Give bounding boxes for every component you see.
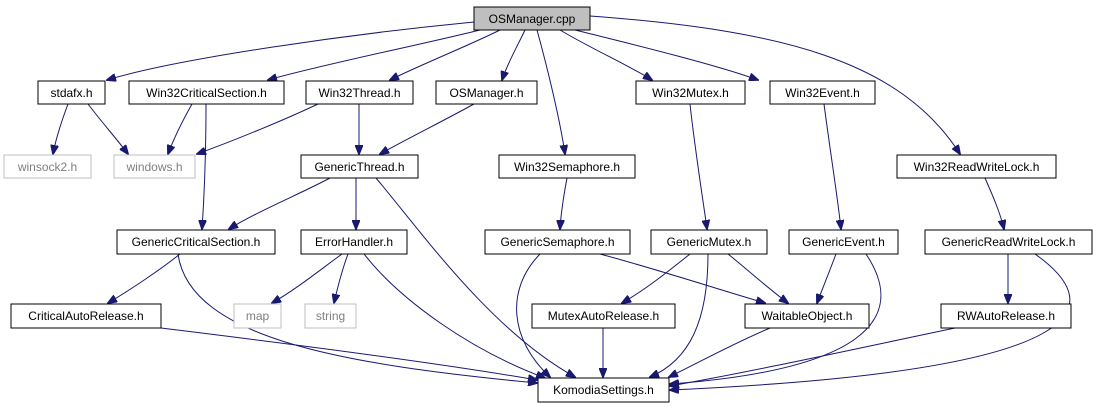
edge-genericcriticalsection-h-to-criticalautorelease-h bbox=[108, 253, 181, 303]
edge-errorhandler-h-to-komodiasettings-h bbox=[363, 253, 545, 378]
edge-win32semaphore-h-to-genericsemaphore-h bbox=[560, 177, 568, 229]
node-label-genericevent-h: GenericEvent.h bbox=[802, 235, 885, 249]
node-genericsemaphore-h[interactable]: GenericSemaphore.h bbox=[484, 229, 631, 255]
node-label-osmanager-cpp: OSManager.cpp bbox=[489, 12, 576, 26]
edge-osmanager-cpp-to-win32event-h bbox=[574, 29, 758, 80]
node-label-rwautorelease-h: RWAutoRelease.h bbox=[957, 309, 1055, 323]
edge-errorhandler-h-to-string bbox=[334, 253, 349, 303]
node-win32event-h[interactable]: Win32Event.h bbox=[769, 80, 876, 105]
edge-genericevent-h-to-komodiasettings-h bbox=[670, 253, 882, 384]
node-label-genericmutex-h: GenericMutex.h bbox=[667, 235, 752, 249]
edges-layer bbox=[53, 15, 1071, 390]
edge-stdafx-h-to-winsock2-h bbox=[53, 103, 69, 154]
edge-osmanager-cpp-to-osmanager-h bbox=[502, 29, 526, 80]
edge-genericcriticalsection-h-to-komodiasettings-h bbox=[177, 253, 537, 383]
edge-osmanager-cpp-to-win32criticalsection-h bbox=[268, 29, 481, 80]
node-label-winsock2-h: winsock2.h bbox=[17, 160, 77, 174]
edge-genericreadwritelock-h-to-komodiasettings-h bbox=[670, 253, 1071, 390]
node-label-win32semaphore-h: Win32Semaphore.h bbox=[514, 160, 620, 174]
edge-osmanager-cpp-to-win32readwritelock-h bbox=[589, 15, 960, 154]
node-string[interactable]: string bbox=[304, 303, 357, 329]
node-errorhandler-h[interactable]: ErrorHandler.h bbox=[300, 229, 408, 255]
edge-errorhandler-h-to-map bbox=[272, 253, 343, 303]
edge-osmanager-cpp-to-win32thread-h bbox=[390, 29, 501, 80]
node-win32mutex-h[interactable]: Win32Mutex.h bbox=[635, 80, 746, 105]
node-label-errorhandler-h: ErrorHandler.h bbox=[315, 235, 393, 249]
edge-genericthread-h-to-komodiasettings-h bbox=[375, 177, 575, 377]
edge-win32thread-h-to-windows-h bbox=[197, 103, 319, 154]
node-label-win32mutex-h: Win32Mutex.h bbox=[652, 86, 729, 100]
node-windows-h[interactable]: windows.h bbox=[113, 154, 196, 179]
node-label-windows-h: windows.h bbox=[125, 160, 182, 174]
edge-win32criticalsection-h-to-genericcriticalsection-h bbox=[202, 103, 206, 229]
node-label-win32readwritelock-h: Win32ReadWriteLock.h bbox=[914, 160, 1040, 174]
node-osmanager-cpp[interactable]: OSManager.cpp bbox=[473, 6, 591, 31]
node-label-criticalautorelease-h: CriticalAutoRelease.h bbox=[28, 309, 143, 323]
node-genericevent-h[interactable]: GenericEvent.h bbox=[788, 229, 899, 255]
edge-win32criticalsection-h-to-windows-h bbox=[168, 103, 193, 154]
node-genericreadwritelock-h[interactable]: GenericReadWriteLock.h bbox=[924, 229, 1093, 255]
edge-genericmutex-h-to-komodiasettings-h bbox=[650, 253, 709, 377]
node-win32thread-h[interactable]: Win32Thread.h bbox=[305, 80, 414, 105]
edge-win32readwritelock-h-to-genericreadwritelock-h bbox=[984, 177, 1004, 229]
node-label-genericsemaphore-h: GenericSemaphore.h bbox=[500, 235, 614, 249]
node-win32criticalsection-h[interactable]: Win32CriticalSection.h bbox=[128, 80, 285, 105]
node-win32semaphore-h[interactable]: Win32Semaphore.h bbox=[498, 154, 636, 179]
node-label-genericcriticalsection-h: GenericCriticalSection.h bbox=[132, 235, 261, 249]
node-label-win32criticalsection-h: Win32CriticalSection.h bbox=[146, 86, 267, 100]
node-label-waitableobject-h: WaitableObject.h bbox=[762, 309, 853, 323]
node-label-stdafx-h: stdafx.h bbox=[50, 86, 92, 100]
edge-genericmutex-h-to-waitableobject-h bbox=[727, 253, 788, 303]
node-label-string: string bbox=[316, 309, 345, 323]
edge-genericsemaphore-h-to-komodiasettings-h bbox=[516, 253, 550, 377]
node-label-genericreadwritelock-h: GenericReadWriteLock.h bbox=[942, 235, 1076, 249]
edge-win32event-h-to-genericevent-h bbox=[823, 103, 841, 229]
node-criticalautorelease-h[interactable]: CriticalAutoRelease.h bbox=[10, 303, 162, 329]
edge-stdafx-h-to-windows-h bbox=[87, 103, 128, 154]
node-label-osmanager-h: OSManager.h bbox=[449, 86, 523, 100]
node-label-genericthread-h: GenericThread.h bbox=[314, 160, 404, 174]
edge-osmanager-cpp-to-win32mutex-h bbox=[559, 29, 652, 80]
node-label-win32event-h: Win32Event.h bbox=[785, 86, 860, 100]
node-waitableobject-h[interactable]: WaitableObject.h bbox=[744, 303, 870, 329]
node-label-komodiasettings-h: KomodiaSettings.h bbox=[553, 383, 654, 397]
node-label-map: map bbox=[246, 309, 270, 323]
nodes-layer: OSManager.cpp stdafx.h Win32CriticalSect… bbox=[3, 6, 1093, 403]
node-genericmutex-h[interactable]: GenericMutex.h bbox=[650, 229, 768, 255]
node-genericcriticalsection-h[interactable]: GenericCriticalSection.h bbox=[116, 229, 276, 255]
node-rwautorelease-h[interactable]: RWAutoRelease.h bbox=[940, 303, 1072, 329]
edge-waitableobject-h-to-komodiasettings-h bbox=[669, 327, 771, 377]
edge-win32mutex-h-to-genericmutex-h bbox=[689, 103, 707, 229]
node-genericthread-h[interactable]: GenericThread.h bbox=[300, 154, 419, 179]
node-komodiasettings-h[interactable]: KomodiaSettings.h bbox=[537, 377, 670, 403]
edge-genericthread-h-to-genericcriticalsection-h bbox=[229, 177, 331, 229]
edge-genericmutex-h-to-mutexautorelease-h bbox=[622, 253, 691, 303]
node-win32readwritelock-h[interactable]: Win32ReadWriteLock.h bbox=[896, 154, 1057, 179]
node-label-mutexautorelease-h: MutexAutoRelease.h bbox=[548, 309, 659, 323]
node-map[interactable]: map bbox=[233, 303, 282, 329]
node-label-win32thread-h: Win32Thread.h bbox=[318, 86, 400, 100]
node-winsock2-h[interactable]: winsock2.h bbox=[3, 154, 92, 179]
edge-osmanager-h-to-genericthread-h bbox=[380, 103, 475, 154]
edge-criticalautorelease-h-to-komodiasettings-h bbox=[160, 327, 537, 380]
edge-osmanager-cpp-to-win32semaphore-h bbox=[536, 29, 565, 154]
edge-genericsemaphore-h-to-waitableobject-h bbox=[599, 253, 765, 303]
node-mutexautorelease-h[interactable]: MutexAutoRelease.h bbox=[531, 303, 676, 329]
edge-genericevent-h-to-waitableobject-h bbox=[817, 253, 837, 303]
edge-rwautorelease-h-to-komodiasettings-h bbox=[670, 327, 956, 386]
node-stdafx-h[interactable]: stdafx.h bbox=[37, 80, 106, 105]
edge-osmanager-cpp-to-stdafx-h bbox=[107, 21, 475, 80]
node-osmanager-h[interactable]: OSManager.h bbox=[435, 80, 538, 105]
